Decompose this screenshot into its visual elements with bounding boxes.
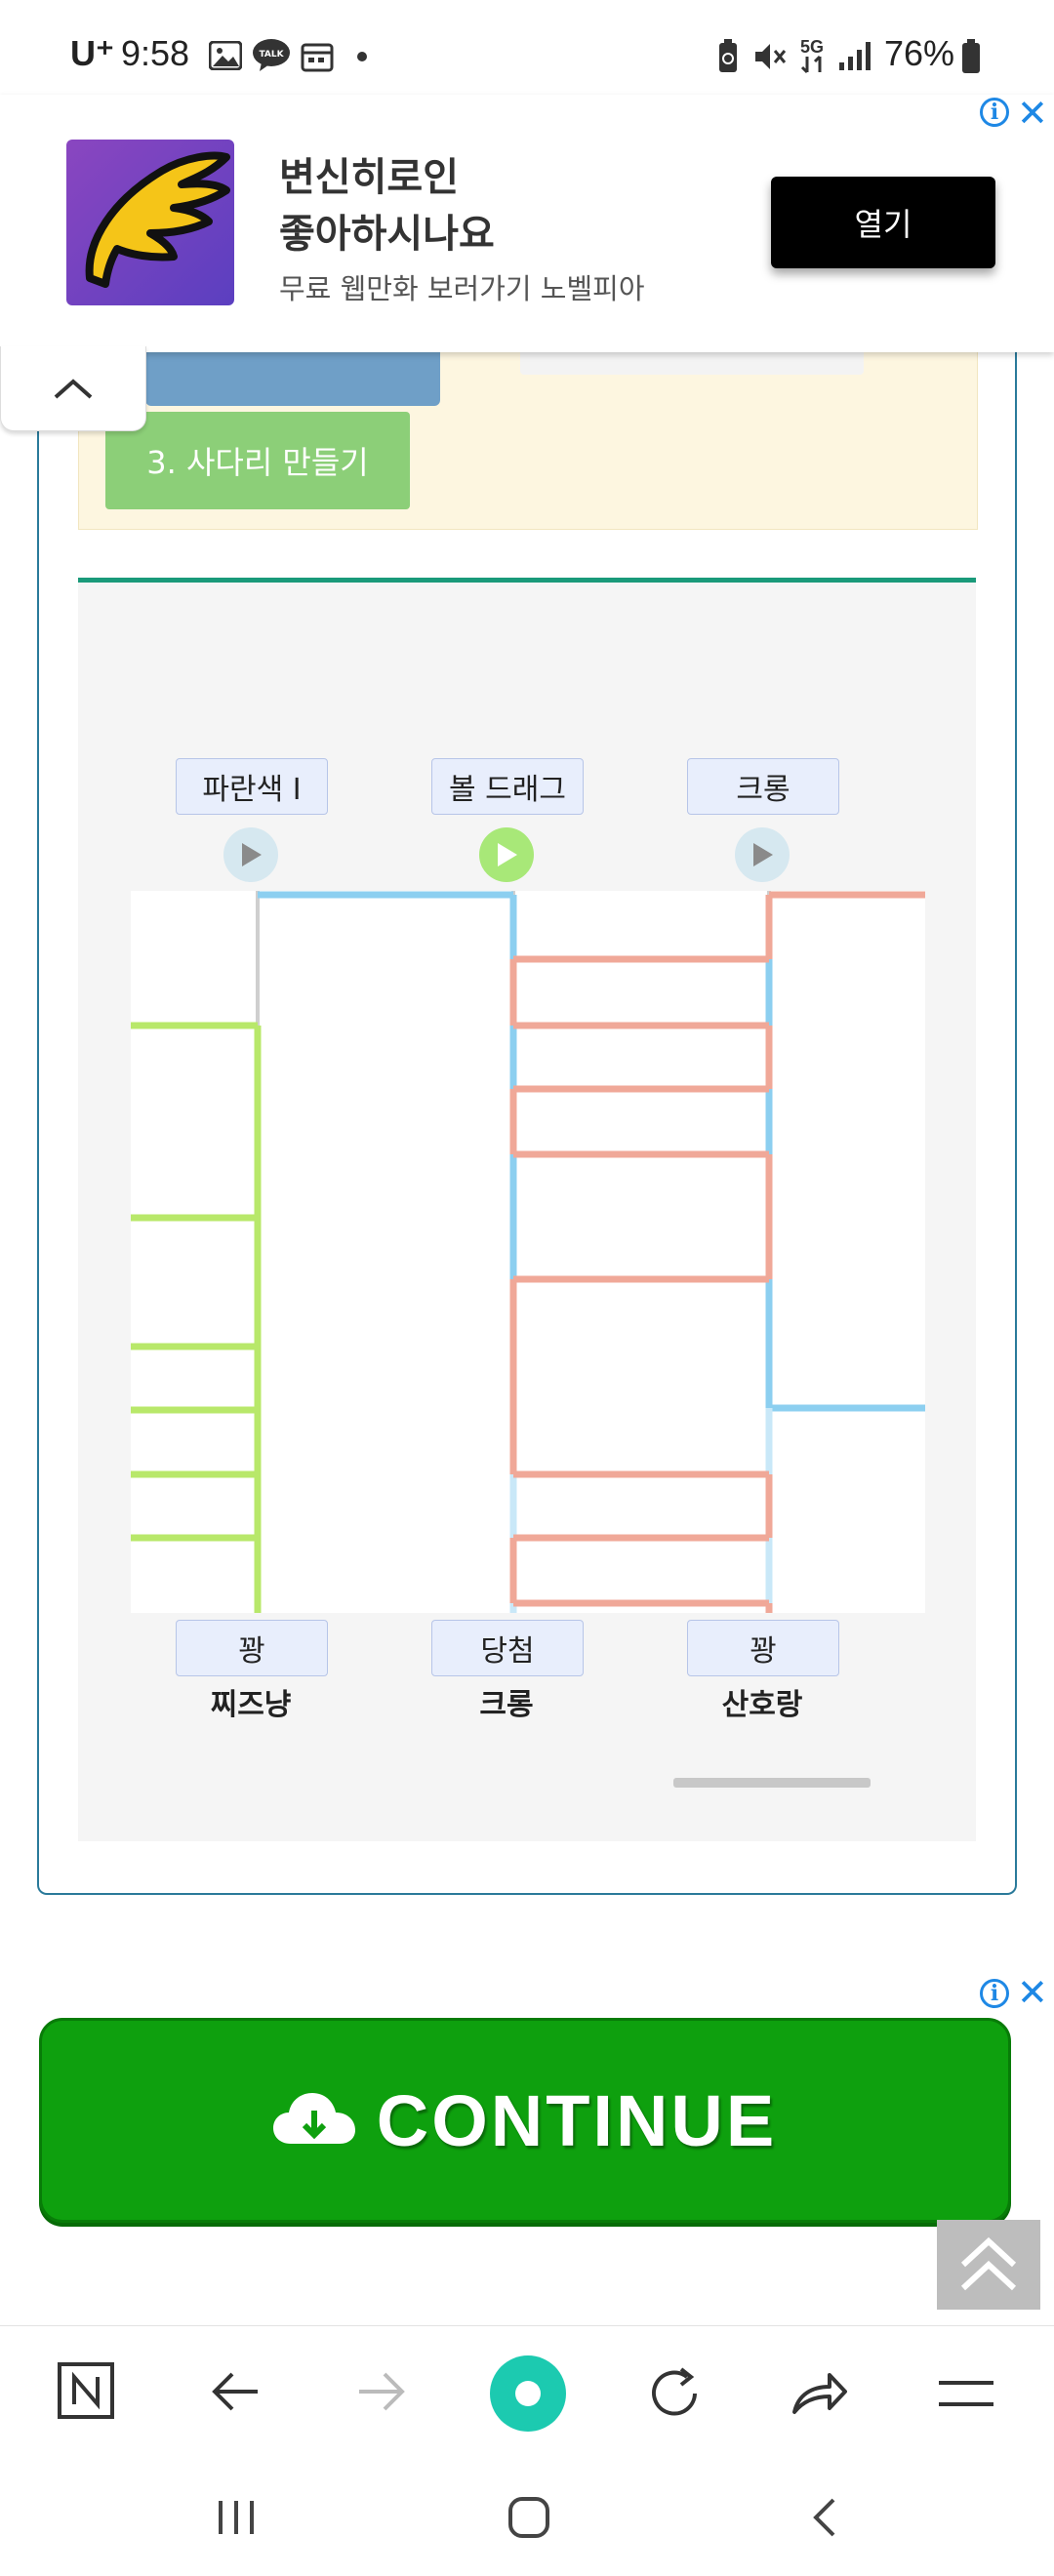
top-label-2[interactable]: 볼 드래그 [431,758,584,815]
double-chevron-up-icon [960,2236,1017,2291]
cloud-download-icon [272,2093,355,2144]
continue-label: CONTINUE [376,2079,778,2161]
hidden-menu-button-1[interactable] [145,347,440,406]
bottom-name-1: 찌즈냥 [210,1688,292,1722]
carrier-label: U⁺ [70,33,114,73]
result-box-2: 당첨 [431,1620,584,1676]
scroll-to-top-button[interactable] [937,2220,1040,2310]
battery-saver-icon [719,39,737,72]
top-label-3[interactable]: 크롱 [687,758,839,815]
top-ad-banner[interactable]: 변신히로인 좋아하시나요 무료 웹만화 보러가기 노벨피아 열기 i ✕ [0,95,1054,352]
refresh-icon[interactable] [646,2365,703,2422]
home-icon[interactable] [507,2496,550,2539]
back-arrow-icon[interactable] [209,2369,262,2414]
kakaotalk-icon: TALK [253,39,290,71]
continue-ad-close-icon[interactable]: ✕ [1017,1971,1048,2014]
svg-text:TALK: TALK [259,50,284,60]
ad-subtitle: 무료 웹만화 보러가기 노벨피아 [279,272,645,305]
naver-n-icon[interactable] [57,2361,115,2420]
collapse-ad-tab[interactable] [0,346,146,431]
play-icon [753,843,773,866]
mute-icon [755,44,787,69]
menu-panel: 3. 사다리 만들기 [78,346,978,530]
share-icon[interactable] [790,2365,849,2418]
browser-toolbar [0,2325,1054,2463]
ad-close-icon[interactable]: ✕ [1017,92,1048,135]
result-box-3: 꽝 [687,1620,839,1676]
ladder-canvas[interactable] [131,891,925,1613]
battery-percent: 76% [884,33,955,73]
ladder-game-card [37,346,1017,1895]
ad-title-line2: 좋아하시나요 [279,212,495,257]
gallery-icon [209,41,242,70]
play-button-1[interactable] [223,827,278,882]
continue-ad-info-icon[interactable]: i [980,1979,1009,2008]
clock: 9:58 [121,33,190,73]
menu-icon[interactable] [937,2377,995,2410]
play-icon [498,843,517,866]
ad-app-logo[interactable] [66,140,234,305]
play-button-3[interactable] [735,827,790,882]
svg-text:5G: 5G [800,37,824,57]
ad-info-icon[interactable]: i [980,98,1009,127]
chevron-up-icon [54,379,93,399]
play-button-2[interactable] [479,827,534,882]
status-bar: U⁺ 9:58 TALK 5G 76% [0,0,1054,98]
result-box-1: 꽝 [176,1620,328,1676]
signal-icon [839,42,871,70]
ad-title-line1: 변신히로인 [279,155,459,200]
make-ladder-button[interactable]: 3. 사다리 만들기 [105,412,410,509]
home-circle-icon[interactable] [488,2354,568,2434]
horizontal-scrollbar[interactable] [673,1778,871,1788]
dot-icon [357,52,367,61]
calendar-icon [301,43,334,72]
ladder-svg [131,891,925,1613]
section-divider [78,578,976,583]
continue-ad-button[interactable]: CONTINUE [39,2018,1011,2223]
bottom-name-2: 크롱 [479,1688,534,1722]
recent-apps-icon[interactable] [215,2499,258,2536]
play-icon [242,843,262,866]
ad-open-button[interactable]: 열기 [771,177,995,268]
5g-icon: 5G [800,37,824,74]
bottom-name-3: 산호랑 [721,1688,803,1722]
battery-icon [962,39,980,73]
back-icon[interactable] [810,2497,839,2538]
forward-arrow-icon[interactable] [355,2369,408,2414]
wing-logo-icon [85,151,230,288]
top-label-1[interactable]: 파란색 I [176,758,328,815]
system-navigation-bar [0,2462,1054,2576]
